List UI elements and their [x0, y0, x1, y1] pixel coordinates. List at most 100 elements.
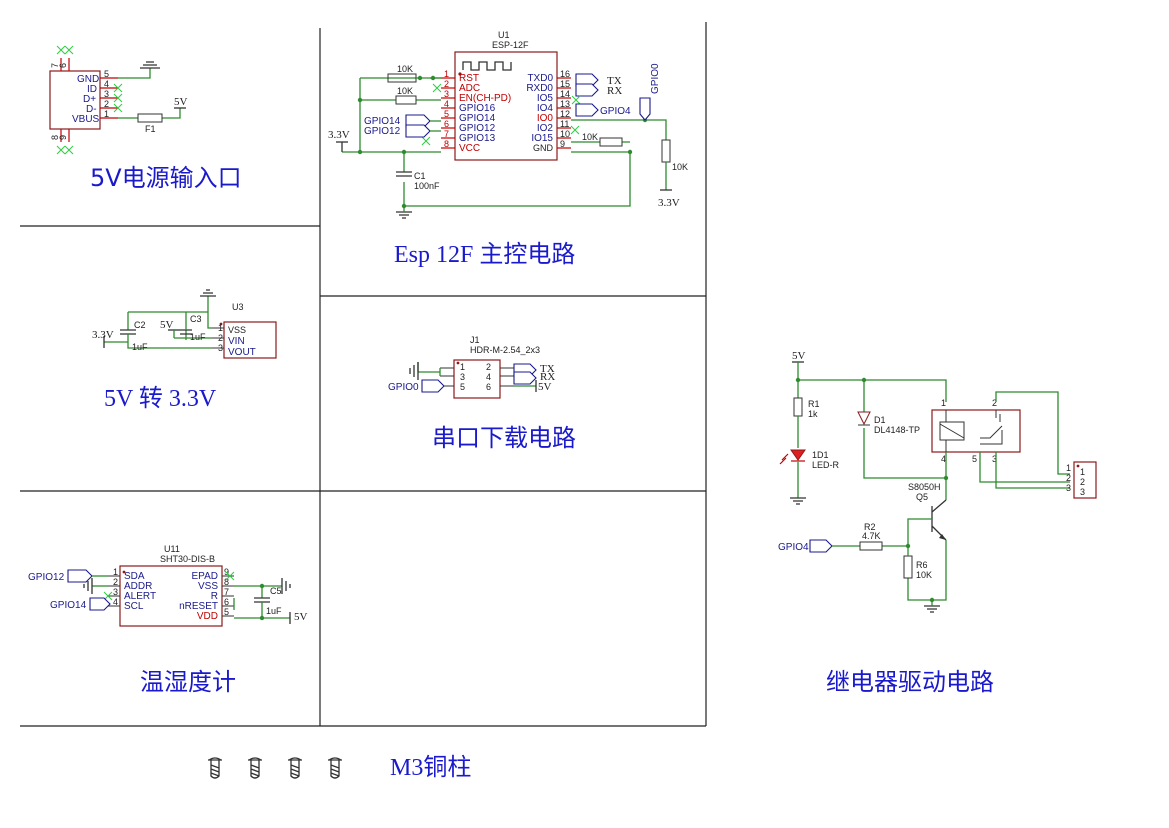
title-esp: Esp 12F 主控电路: [394, 241, 575, 268]
esp-left-num: 3: [444, 89, 449, 99]
ldo-pin-vss: VSS: [228, 325, 246, 335]
label-gpio14-sht: GPIO14: [50, 600, 87, 611]
capacitor-c2: [120, 329, 136, 335]
esp-ref: U1: [498, 30, 510, 40]
esp-right-num: 13: [560, 99, 570, 109]
sht-left-num: 3: [113, 587, 118, 597]
net-5v-hdr: 5V: [538, 381, 552, 393]
resistor-io0: [661, 139, 671, 163]
usb-pin-id: ID: [87, 84, 97, 95]
antenna-icon: [462, 61, 512, 71]
ground-icon: [200, 289, 216, 297]
r-io15-value: 10K: [582, 132, 598, 142]
r-io0-value: 10K: [672, 162, 688, 172]
label-gpio12: GPIO12: [364, 126, 401, 137]
net-5v-ldo: 5V: [160, 319, 174, 331]
c5-ref: C5: [270, 586, 282, 596]
net-5v-usb: 5V: [174, 96, 188, 108]
r2-value: 4.7K: [862, 531, 881, 541]
sht-right-num: 8: [224, 577, 229, 587]
label-tx-hdr: TX: [540, 363, 555, 375]
sht-right-pin: R: [211, 591, 218, 602]
hdr-num-6: 6: [486, 382, 491, 392]
esp-right-pin: IO0: [537, 113, 554, 124]
resistor-r6: [903, 555, 913, 579]
d1-value: DL4148-TP: [874, 425, 920, 435]
usb-pin-gnd: GND: [77, 74, 99, 85]
usb-num-9: 9: [58, 135, 68, 140]
label-gpio4-relay: GPIO4: [778, 542, 809, 553]
esp-left-num: 5: [444, 109, 449, 119]
hdr-num-4: 4: [486, 372, 491, 382]
led-ref: 1D1: [812, 450, 829, 460]
label-gpio0-hdr: GPIO0: [388, 382, 419, 393]
fuse-f1: [137, 113, 163, 123]
conn-pin-1: 1: [1080, 467, 1085, 477]
title-power-input: 5V电源输入口: [90, 164, 242, 192]
label-rx: RX: [607, 85, 622, 97]
label-rx-hdr: RX: [540, 371, 555, 383]
esp-right-pin: IO4: [537, 103, 554, 114]
title-sht: 温湿度计: [140, 668, 236, 696]
d1-ref: D1: [874, 415, 886, 425]
resistor-en: [395, 95, 417, 105]
sht-right-pin: VSS: [198, 581, 218, 592]
ground-icon: [924, 605, 940, 613]
hdr-num-1: 1: [460, 362, 465, 372]
label-tx: TX: [607, 75, 622, 87]
sht-right-pin: VDD: [197, 611, 218, 622]
sht-ref: U11: [164, 544, 180, 554]
screw-icon: [288, 757, 302, 779]
esp-left-pin: VCC: [459, 143, 480, 154]
usb-pin-dp: D+: [83, 94, 96, 105]
sht-left-num: 4: [113, 597, 118, 607]
screw-icon: [208, 757, 222, 779]
ground-icon: [790, 497, 806, 505]
capacitor-c5: [254, 597, 270, 603]
sht-right-num: 6: [224, 597, 229, 607]
r2-ref: R2: [864, 522, 876, 532]
relay-pin-3: 3: [992, 454, 997, 464]
ldo-pin-vout: VOUT: [228, 347, 256, 358]
relay-k1: [931, 409, 1021, 453]
usb-num-1: 1: [104, 109, 109, 119]
relay-pin-4: 4: [941, 454, 946, 464]
esp-right-num: 10: [560, 129, 570, 139]
net-5v-sht: 5V: [294, 611, 308, 623]
sht-left-pin: SDA: [124, 571, 145, 582]
ground-icon: [83, 578, 93, 594]
esp-right-pin: IO5: [537, 93, 554, 104]
conn-num-2: 2: [1066, 473, 1071, 483]
conn-pin-3: 3: [1080, 487, 1085, 497]
esp-right-pin: GND: [533, 143, 554, 153]
sht-left-num: 1: [113, 567, 118, 577]
esp-right-num: 11: [560, 119, 569, 129]
conn-pin-2: 2: [1080, 477, 1085, 487]
usb-num-3: 3: [104, 89, 109, 99]
c2-value: 1uF: [132, 342, 148, 352]
label-gpio14: GPIO14: [364, 116, 401, 127]
esp-right-num: 9: [560, 139, 565, 149]
sht-left-pin: ADDR: [124, 581, 152, 592]
hdr-ref: J1: [470, 335, 480, 345]
flag-gpio4-relay: [809, 539, 833, 553]
transistor-icon: [931, 499, 947, 541]
r-en-value: 10K: [397, 86, 413, 96]
resistor-r1: [793, 397, 803, 417]
title-standoff: M3铜柱: [390, 754, 471, 781]
ground-icon: [396, 211, 412, 219]
flag-gpio0-hdr: [421, 379, 445, 393]
c5-value: 1uF: [266, 606, 282, 616]
serial-header: J1 HDR-M-2.54_2x3 1 3 5 2 4 6 GPIO0 TX R…: [388, 335, 555, 399]
esp-left-pin: GPIO16: [459, 103, 496, 114]
flag-rx-hdr: [513, 371, 537, 385]
led-icon: [790, 449, 806, 461]
usb-num-4: 4: [104, 79, 109, 89]
usb-num-2: 2: [104, 99, 109, 109]
hdr-part: HDR-M-2.54_2x3: [470, 345, 540, 355]
